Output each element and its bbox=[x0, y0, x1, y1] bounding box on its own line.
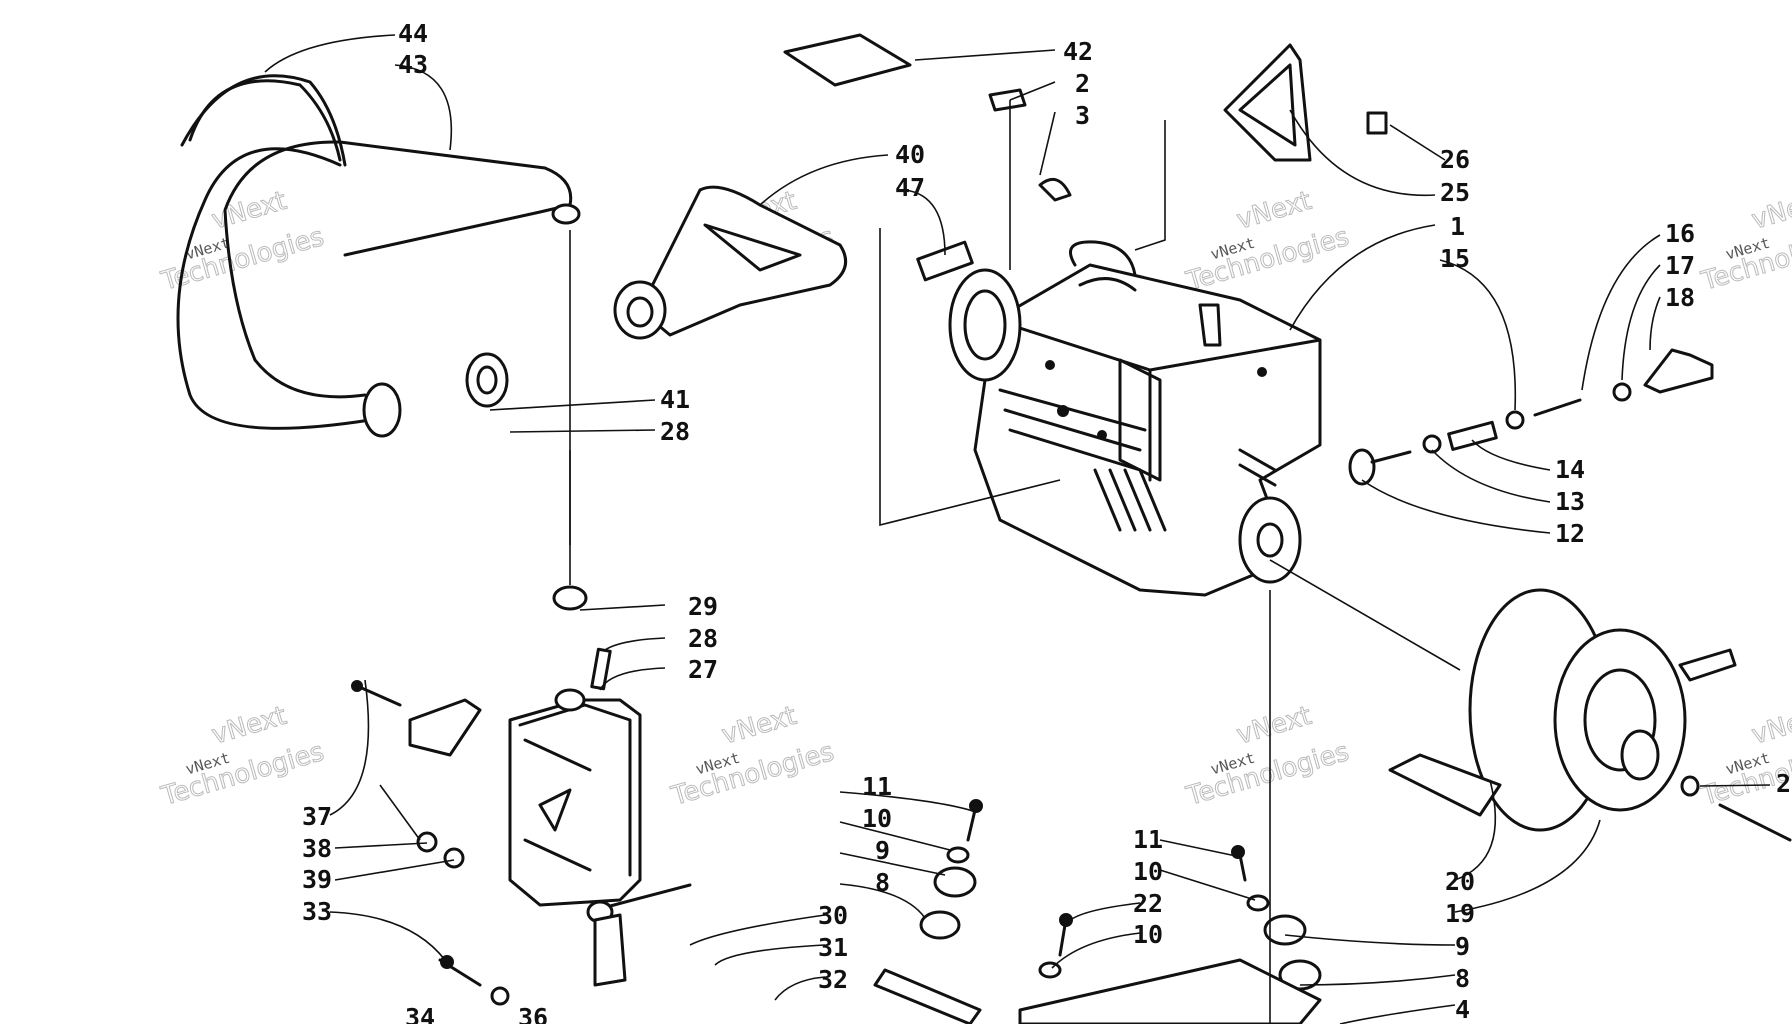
watermark-line2: Technologies bbox=[1183, 222, 1353, 297]
callout-9: 9 bbox=[875, 836, 890, 865]
watermark-5: vNext vNext Technologies bbox=[157, 700, 328, 812]
watermark-1: vNext vNext Technologies bbox=[157, 185, 328, 297]
watermark-3: vNext vNext Technologies bbox=[1182, 185, 1353, 297]
callout-26: 26 bbox=[1440, 145, 1470, 174]
callout-28-lower: 28 bbox=[688, 624, 718, 653]
callout-2: 2 bbox=[1075, 69, 1090, 98]
callout-34: 34 bbox=[405, 1003, 435, 1024]
callout-31: 31 bbox=[818, 933, 848, 962]
watermark-7: vNext vNext Technologies bbox=[1182, 700, 1353, 812]
callout-15: 15 bbox=[1440, 244, 1470, 273]
callout-17: 17 bbox=[1665, 251, 1695, 280]
engine-mount-center bbox=[873, 799, 983, 1024]
callout-32: 32 bbox=[818, 965, 848, 994]
tank-bracket bbox=[351, 680, 510, 1006]
callout-10-right: 10 bbox=[1133, 857, 1163, 886]
oil-tank bbox=[508, 585, 692, 987]
engine bbox=[948, 240, 1322, 597]
block-47 bbox=[916, 240, 974, 282]
engine-mount-right bbox=[1018, 845, 1322, 1024]
callout-9-right: 9 bbox=[1455, 932, 1470, 961]
watermark-line1: vNext bbox=[1234, 701, 1315, 751]
callout-19: 19 bbox=[1445, 899, 1475, 928]
part-2 bbox=[988, 88, 1027, 112]
watermark-line1: vNext bbox=[1749, 186, 1792, 236]
watermark-4: vNext vNext Technologies bbox=[1697, 185, 1792, 297]
callout-39: 39 bbox=[302, 865, 332, 894]
watermark-line2: Technologies bbox=[1183, 737, 1353, 812]
callout-30: 30 bbox=[818, 901, 848, 930]
callout-38: 38 bbox=[302, 834, 332, 863]
callout-25: 25 bbox=[1440, 178, 1470, 207]
callout-labels: 44 43 42 2 3 40 47 26 25 1 16 15 17 18 4… bbox=[302, 19, 1791, 1024]
callout-44: 44 bbox=[398, 19, 428, 48]
callout-16: 16 bbox=[1665, 219, 1695, 248]
callout-12: 12 bbox=[1555, 519, 1585, 548]
mount-hardware-right bbox=[1348, 348, 1714, 486]
callout-4: 4 bbox=[1455, 995, 1470, 1024]
callout-37: 37 bbox=[302, 802, 332, 831]
clip-3 bbox=[1038, 177, 1072, 202]
gasket-42 bbox=[783, 33, 912, 87]
callout-1: 1 bbox=[1450, 212, 1465, 241]
callout-8: 8 bbox=[875, 868, 890, 897]
callout-11-right: 11 bbox=[1133, 825, 1163, 854]
watermark-line2: Technologies bbox=[1698, 222, 1792, 297]
watermark-line1: vNext bbox=[209, 701, 290, 751]
callout-20: 20 bbox=[1445, 867, 1475, 896]
callout-40: 40 bbox=[895, 140, 925, 169]
watermark-line1: vNext bbox=[209, 186, 290, 236]
watermark-line2: Technologies bbox=[668, 737, 838, 812]
watermark-line1: vNext bbox=[719, 701, 800, 751]
callout-47: 47 bbox=[895, 173, 925, 202]
callout-14: 14 bbox=[1555, 455, 1585, 484]
callout-10: 10 bbox=[862, 804, 892, 833]
callout-33: 33 bbox=[302, 897, 332, 926]
callout-42: 42 bbox=[1063, 37, 1093, 66]
watermark-line2: Technologies bbox=[158, 737, 328, 812]
drive-clutch bbox=[1388, 588, 1792, 842]
callout-28: 28 bbox=[660, 417, 690, 446]
callout-11: 11 bbox=[862, 772, 892, 801]
callout-29: 29 bbox=[688, 592, 718, 621]
callout-8-right: 8 bbox=[1455, 964, 1470, 993]
callout-3: 3 bbox=[1075, 101, 1090, 130]
watermark-line1: vNext bbox=[1749, 701, 1792, 751]
callout-41: 41 bbox=[660, 385, 690, 414]
callout-10-lower: 10 bbox=[1133, 920, 1163, 949]
watermark-line2: Technologies bbox=[158, 222, 328, 297]
watermark-6: vNext vNext Technologies bbox=[667, 700, 838, 812]
exhaust-manifold bbox=[465, 185, 848, 408]
exhaust-pipe bbox=[176, 74, 581, 438]
callout-13: 13 bbox=[1555, 487, 1585, 516]
callout-43: 43 bbox=[398, 50, 428, 79]
callout-2-right: 2 bbox=[1776, 769, 1791, 798]
callout-36: 36 bbox=[518, 1003, 548, 1024]
callout-18: 18 bbox=[1665, 283, 1695, 312]
bracket-25 bbox=[1223, 43, 1388, 162]
leader-lines bbox=[264, 34, 1771, 1024]
callout-22: 22 bbox=[1133, 889, 1163, 918]
callout-27: 27 bbox=[688, 655, 718, 684]
watermark-line1: vNext bbox=[1234, 186, 1315, 236]
